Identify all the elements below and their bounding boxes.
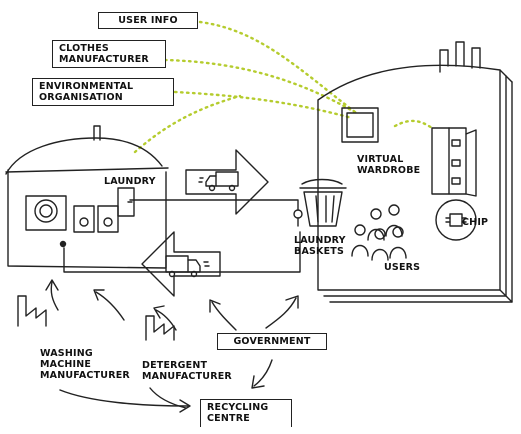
truck-icon <box>165 255 210 278</box>
chip-label: CHIP <box>462 217 489 228</box>
laundry-basket-icon <box>299 178 347 227</box>
dotted-links <box>133 20 434 154</box>
curved-arrows <box>45 279 299 413</box>
cabinet-icon <box>431 127 477 197</box>
laundry-label: LAUNDRY <box>104 176 156 187</box>
government-box: GOVERNMENT <box>217 333 327 350</box>
arrow-right <box>185 149 269 215</box>
users-label: USERS <box>384 262 421 273</box>
wardrobe-building <box>317 41 513 303</box>
laundry-baskets-label: LAUNDRY BASKETS <box>294 235 346 257</box>
recycling-centre-box: RECYCLING CENTRE <box>200 399 292 427</box>
laundry-building <box>5 125 169 269</box>
virtual-wardrobe-label: VIRTUAL WARDROBE <box>357 154 421 176</box>
detergent-manufacturer-label: DETERGENT MANUFACTURER <box>142 360 232 382</box>
people-icon <box>351 204 407 261</box>
user-info-box: USER INFO <box>98 12 198 29</box>
clothes-manufacturer-box: CLOTHES MANUFACTURER <box>52 40 166 68</box>
chip-icon <box>435 199 477 241</box>
environmental-organisation-box: ENVIRONMENTAL ORGANISATION <box>32 78 174 106</box>
arrow-left <box>141 231 221 297</box>
factory-icon <box>145 315 175 341</box>
conduit <box>63 199 303 273</box>
factory-icon <box>17 295 47 327</box>
washing-machine-manufacturer-label: WASHING MACHINE MANUFACTURER <box>40 348 130 381</box>
truck-icon <box>198 171 239 192</box>
